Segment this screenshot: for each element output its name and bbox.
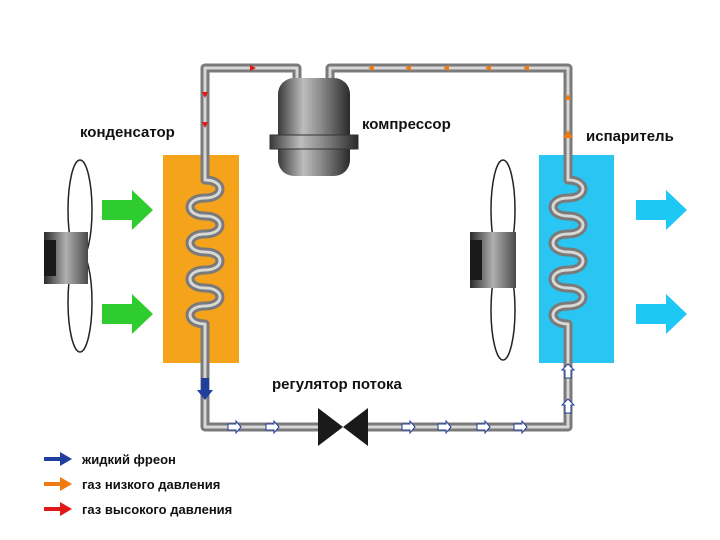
compressor <box>269 78 359 176</box>
legend-label: жидкий фреон <box>82 451 176 467</box>
condenser-label: конденсатор <box>80 124 175 141</box>
legend-label: газ высокого давления <box>82 501 233 517</box>
flow-regulator-label: регулятор потока <box>272 376 402 393</box>
flow-regulator-valve <box>318 408 368 446</box>
left-fan <box>44 159 93 353</box>
air-in-arrows <box>102 190 153 334</box>
evaporator-label: испаритель <box>586 128 674 145</box>
legend-arrow-icon <box>44 477 72 491</box>
legend-item-low-pressure: газ низкого давления <box>44 474 220 494</box>
low-pressure-flow-arrows <box>368 65 573 138</box>
legend-label: газ низкого давления <box>82 476 221 492</box>
legend-arrow-icon <box>44 502 72 516</box>
evaporator-block <box>539 155 614 363</box>
liquid-flow-arrows <box>197 378 213 400</box>
legend-item-high-pressure: газ высокого давления <box>44 499 232 519</box>
right-fan <box>470 159 516 361</box>
legend-item-liquid: жидкий фреон <box>44 449 176 469</box>
legend-arrow-icon <box>44 452 72 466</box>
high-pressure-flow-arrows <box>202 65 256 128</box>
liquid-flow-small-arrows <box>227 363 576 435</box>
compressor-label: компрессор <box>362 116 451 133</box>
air-out-arrows <box>636 190 687 334</box>
